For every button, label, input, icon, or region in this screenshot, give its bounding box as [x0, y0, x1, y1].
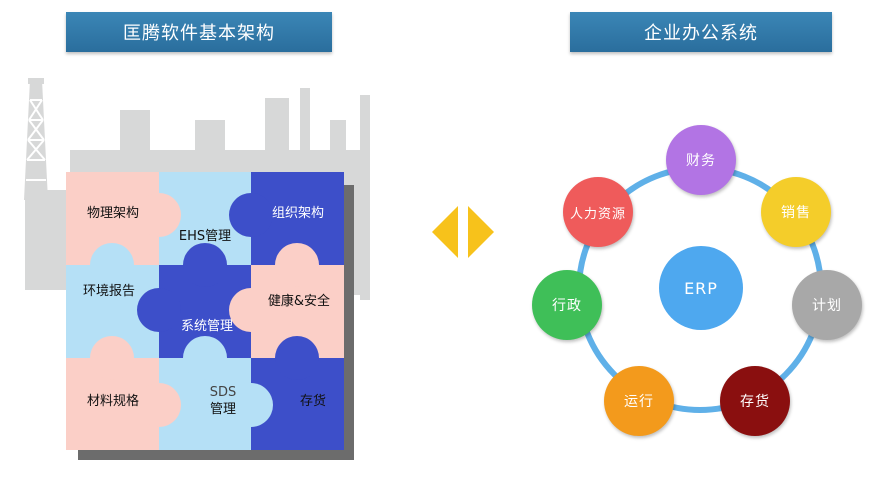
node-operation-label: 运行: [624, 394, 654, 410]
label-sds-line1: SDS: [209, 385, 237, 400]
label-health: 健康&安全: [267, 293, 331, 309]
erp-center-label: ERP: [684, 278, 718, 298]
node-plan-label: 计划: [812, 298, 842, 314]
label-physical: 物理架构: [86, 205, 139, 221]
label-env: 环境报告: [82, 283, 135, 299]
node-admin-label: 行政: [552, 298, 582, 314]
label-inventory: 存货: [299, 393, 326, 409]
puzzle-grid: [66, 172, 344, 450]
label-system: 系统管理: [180, 318, 233, 334]
node-hr-label: 人力资源: [569, 206, 626, 222]
left-panel-title: 匡腾软件基本架构: [66, 12, 332, 52]
label-ehs: EHS管理: [178, 228, 232, 244]
label-sds-line2: 管理: [209, 402, 236, 417]
erp-center-node: ERP: [659, 246, 743, 330]
node-finance-label: 财务: [686, 153, 716, 169]
node-stock-label: 存货: [740, 394, 770, 410]
label-material: 材料规格: [86, 393, 139, 409]
node-sales-label: 销售: [781, 205, 811, 221]
node-admin: 行政: [532, 270, 602, 340]
label-org: 组织架构: [271, 205, 324, 221]
node-finance: 财务: [666, 125, 736, 195]
label-sds: SDS 管理: [180, 381, 266, 421]
node-operation: 运行: [604, 366, 674, 436]
node-sales: 销售: [761, 177, 831, 247]
node-stock: 存货: [720, 366, 790, 436]
node-hr: 人力资源: [563, 177, 633, 247]
node-plan: 计划: [792, 270, 862, 340]
bidirectional-arrow-icon: [432, 206, 494, 258]
right-panel-title: 企业办公系统: [570, 12, 832, 52]
